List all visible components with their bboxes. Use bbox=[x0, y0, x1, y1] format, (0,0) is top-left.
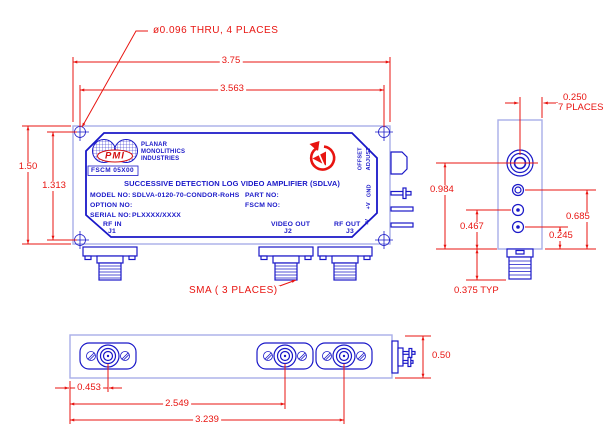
v-minus-pin-end bbox=[511, 220, 525, 234]
fscm-code: FSCM 05X00 bbox=[91, 166, 135, 174]
label-plate bbox=[85, 132, 378, 238]
j3-label: RF OUT bbox=[334, 221, 361, 228]
gnd-label: GND bbox=[366, 184, 373, 198]
model-no-value: SDLVA-0120-70-CONDOR-RoHS bbox=[132, 192, 240, 199]
option-no-label: OPTION NO: bbox=[90, 202, 133, 209]
dim-rf-out-height: 0.984 bbox=[428, 184, 456, 195]
j1-label: RF IN bbox=[103, 221, 122, 228]
dim-gnd-height: 0.685 bbox=[564, 211, 592, 222]
dim-j3-from-edge: 3.239 bbox=[193, 414, 221, 425]
j3-ref: J3 bbox=[346, 227, 354, 235]
dim-hole-spacing-width: 3.563 bbox=[218, 83, 246, 94]
model-no-label: MODEL NO: bbox=[90, 192, 131, 199]
v-minus-pin bbox=[390, 222, 414, 228]
j2-ref: J2 bbox=[284, 227, 292, 235]
gnd-pin-end bbox=[511, 183, 525, 197]
serial-no-label: SERIAL NO: bbox=[90, 212, 132, 219]
dim-j1-from-edge: 0.453 bbox=[75, 382, 103, 393]
company-name-line1: PLANAR bbox=[141, 142, 168, 148]
fscm-no-label: FSCM NO: bbox=[245, 202, 281, 209]
serial-no-value: PLXXXX/XXXX bbox=[132, 212, 182, 219]
sma-connector-side bbox=[506, 248, 534, 280]
v-plus-label: +V bbox=[365, 202, 372, 210]
sma-connector-front bbox=[82, 246, 373, 281]
company-name-line3: INDUSTRIES bbox=[141, 156, 180, 162]
front-view bbox=[71, 123, 414, 281]
offset-adjust-label-line2: ADJUST bbox=[365, 147, 372, 171]
dim-sma-protrusion: 0.375 TYP bbox=[452, 285, 501, 296]
bottom-view bbox=[69, 334, 416, 379]
dim-hole-spacing-height: 1.313 bbox=[40, 180, 68, 191]
part-no-label: PART NO: bbox=[245, 192, 279, 199]
pmi-globe-logo bbox=[87, 139, 139, 176]
dim-edge-offset: 0.250 bbox=[561, 92, 589, 103]
dim-j2-from-edge: 2.549 bbox=[163, 398, 191, 409]
pmi-logo-text: PMI bbox=[105, 150, 125, 162]
dim-v-plus-height: 0.467 bbox=[458, 221, 486, 232]
offset-adjust-trimpot bbox=[390, 151, 408, 175]
sma-callout: SMA ( 3 PLACES) bbox=[187, 285, 280, 296]
dim-outer-height: 1.50 bbox=[16, 161, 40, 172]
dim-edge-offset-note: 7 PLACES bbox=[556, 102, 605, 113]
company-name-line2: MONOLITHICS bbox=[141, 149, 186, 155]
device-title: SUCCESSIVE DETECTION LOG VIDEO AMPLIFIER… bbox=[124, 179, 340, 188]
j2-label: VIDEO OUT bbox=[271, 221, 311, 228]
hole-callout: ø0.096 THRU, 4 PLACES bbox=[151, 25, 281, 36]
dim-v-minus-height: 0.245 bbox=[547, 230, 575, 241]
v-plus-pin bbox=[390, 206, 414, 212]
rotation-arrow-icon bbox=[309, 141, 336, 171]
dim-body-thickness: 0.50 bbox=[430, 350, 453, 361]
gnd-feedthrough-pin bbox=[390, 187, 412, 200]
v-plus-pin-end bbox=[511, 203, 525, 217]
v-minus-label: -V bbox=[365, 218, 372, 225]
dim-outer-width: 3.75 bbox=[219, 55, 243, 66]
offset-adjust-label-line1: OFFSET bbox=[357, 147, 364, 171]
edge-pins-bottom bbox=[391, 340, 416, 374]
j1-ref: J1 bbox=[108, 227, 116, 235]
